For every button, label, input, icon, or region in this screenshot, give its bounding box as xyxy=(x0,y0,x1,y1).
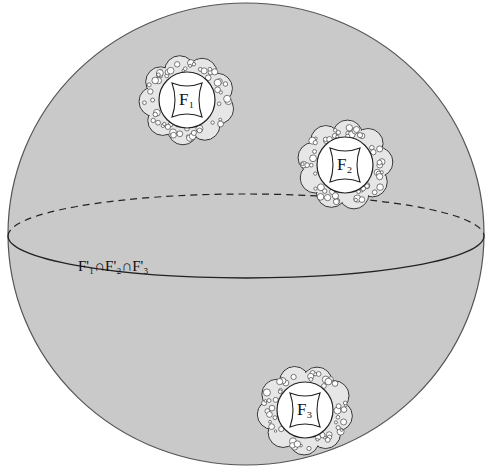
set-label: F₁ xyxy=(179,90,194,110)
set-label: F₃ xyxy=(297,400,312,420)
flower-set: F₂ xyxy=(293,117,397,213)
region-label: F'₁∩F'₂∩F'₃ xyxy=(78,258,149,275)
set-label: F₂ xyxy=(337,155,352,175)
flower-set: F₁ xyxy=(135,52,239,148)
flower-set: F₃ xyxy=(253,362,357,458)
